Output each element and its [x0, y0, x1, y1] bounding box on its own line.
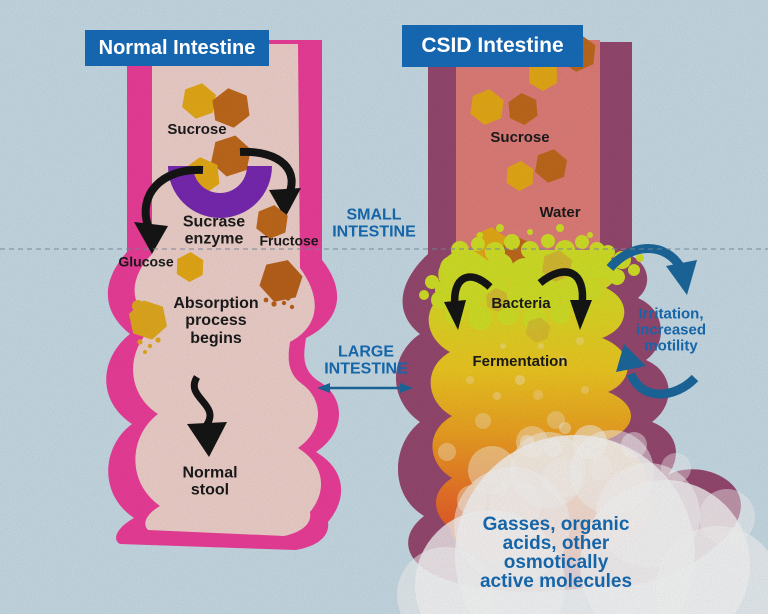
irritation-line2: increased: [635, 321, 707, 339]
normal-stool-line2: stool: [190, 482, 230, 499]
irritation-line3: motility: [644, 338, 698, 356]
fermentation-label: Fermentation: [472, 352, 568, 370]
large-intestine-line1: LARGE: [338, 343, 394, 361]
water-label: Water: [539, 203, 581, 221]
irritation-line1: Irritation,: [638, 305, 704, 323]
large-intestine-label: LARGE INTESTINE: [324, 344, 408, 379]
gasses-line3: osmotically: [503, 552, 609, 573]
sucrase-enzyme-line2: enzyme: [184, 231, 244, 248]
sucrose-label-right: Sucrose: [490, 128, 550, 146]
sucrase-enzyme-line1: Sucrase: [182, 213, 246, 231]
large-intestine-line2: INTESTINE: [324, 361, 408, 378]
absorption-line2: process: [185, 312, 247, 330]
gasses-line4: active molecules: [479, 571, 633, 592]
bacteria-label: Bacteria: [491, 294, 551, 312]
sucrase-enzyme-label: Sucrase enzyme: [183, 214, 245, 249]
csid-intestine-header: CSID Intestine: [402, 25, 583, 67]
absorption-line1: Absorption: [173, 295, 259, 313]
absorption-label: Absorption process begins: [173, 295, 258, 347]
glucose-label: Glucose: [118, 253, 174, 270]
fructose-label: Fructose: [259, 232, 319, 249]
sucrose-label-left: Sucrose: [167, 120, 227, 138]
normal-stool-label: Normal stool: [182, 465, 237, 500]
irritation-label: Irritation, increased motility: [635, 305, 707, 356]
gasses-line2: acids, other: [502, 533, 610, 554]
normal-stool-line1: Normal: [182, 464, 238, 482]
small-intestine-line1: SMALL: [346, 206, 402, 224]
gasses-line1: Gasses, organic: [482, 514, 630, 535]
normal-intestine-header: Normal Intestine: [85, 30, 269, 66]
gasses-label: Gasses, organic acids, other osmotically…: [480, 515, 632, 591]
small-intestine-label: SMALL INTESTINE: [332, 207, 416, 242]
absorption-line3: begins: [190, 329, 242, 347]
small-intestine-line2: INTESTINE: [332, 224, 416, 241]
